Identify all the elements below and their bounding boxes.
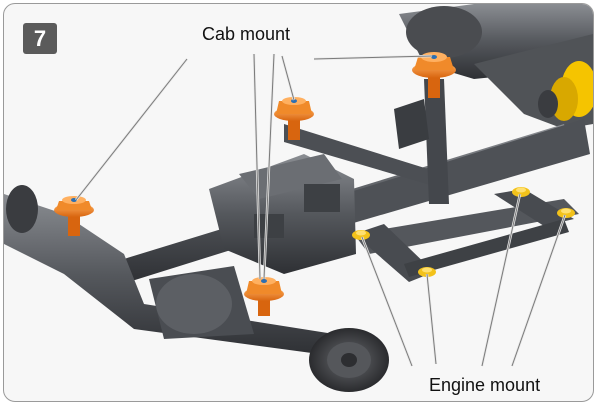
engine-mount-label: Engine mount [429,375,541,395]
figure-frame: 7 Cab mount Engine mount [3,3,594,402]
cab-mount-3 [412,52,456,98]
cab-mount-leaders-outline [75,53,433,280]
figure-number-badge: 7 [23,23,57,54]
drivetrain-illustration [4,4,593,392]
engine-mount-4 [418,267,436,277]
chassis-frame [284,79,579,282]
engine-mount-leaders-outline [361,193,566,367]
gearbox [209,154,356,274]
engine-mount-3 [557,208,575,218]
cab-mount-2 [274,97,314,140]
engine-mount-2 [512,187,530,197]
cab-mount-4 [244,277,284,316]
cab-mount-label: Cab mount [202,24,291,44]
cab-mount-1 [54,196,94,236]
front-axle [4,185,389,392]
engine-mount-1 [352,230,370,240]
